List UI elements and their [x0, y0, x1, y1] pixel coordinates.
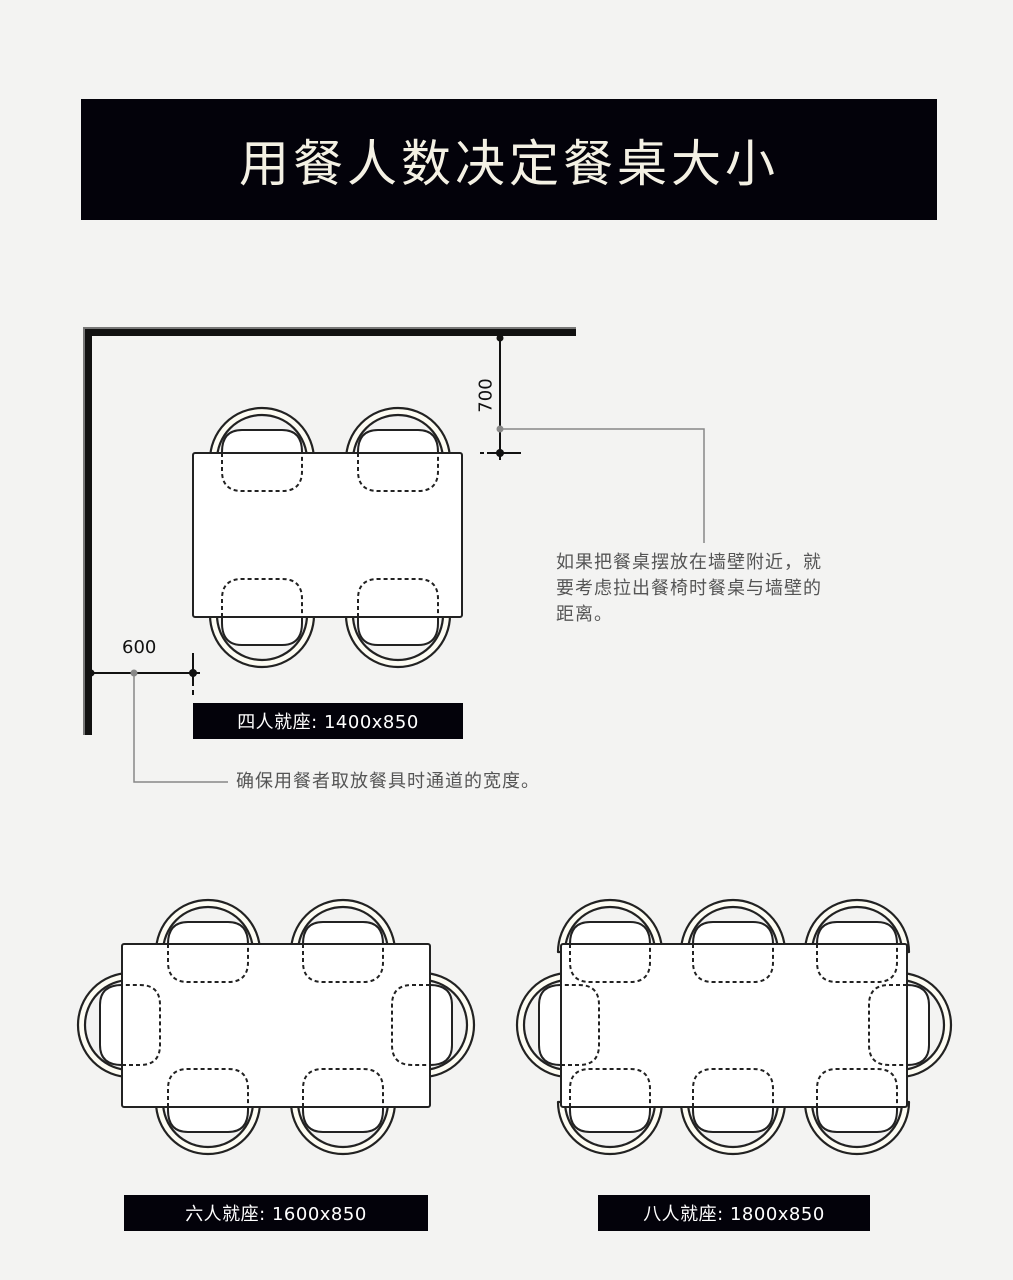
eight-seat-plan	[515, 898, 953, 1156]
note-aisle-width: 确保用餐者取放餐具时通道的宽度。	[236, 771, 540, 792]
title-banner: 用餐人数决定餐桌大小	[81, 99, 937, 220]
four-seat-plan	[83, 327, 705, 783]
eight-seat-label: 八人就座: 1800x850	[598, 1195, 870, 1231]
six-seat-label: 六人就座: 1600x850	[124, 1195, 428, 1231]
six-seat-plan	[76, 898, 476, 1156]
four-seat-label: 四人就座: 1400x850	[193, 703, 463, 739]
dimension-700: 700	[475, 378, 497, 413]
page-title: 用餐人数决定餐桌大小	[239, 134, 779, 193]
note-wall-clearance: 如果把餐桌摆放在墙壁附近，就 要考虑拉出餐椅时餐桌与墙壁的 距离。	[556, 552, 822, 625]
dimension-600: 600	[122, 637, 157, 658]
